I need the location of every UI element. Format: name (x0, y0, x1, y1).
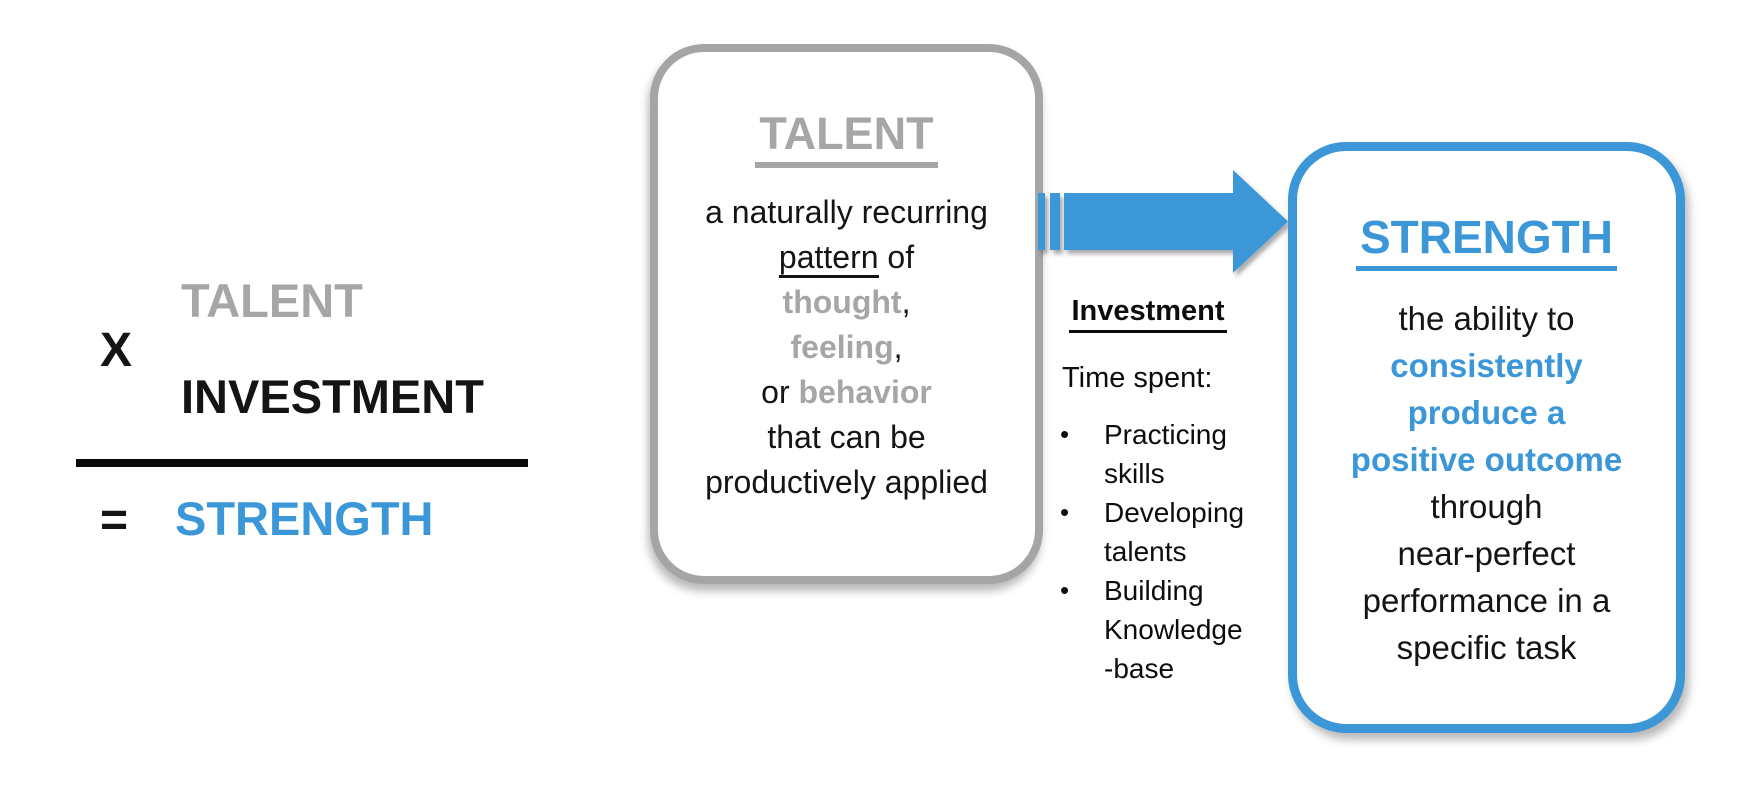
text-segment: thought (782, 284, 902, 321)
talent-box-title: TALENT (755, 110, 938, 169)
investment-panel: Investment Time spent: • Practicing skill… (1040, 295, 1256, 688)
text-line: a naturally recurring (658, 190, 1035, 235)
text-segment: performance in a (1362, 582, 1611, 620)
text-segment: or (761, 374, 799, 411)
text-segment: productively applied (705, 464, 988, 501)
text-line: performance in a (1297, 577, 1676, 624)
text-segment: of (878, 239, 915, 276)
text-line: pattern of (658, 235, 1035, 280)
text-line: produce a (1297, 389, 1676, 436)
text-line: feeling, (658, 325, 1035, 370)
text-segment: that can be (767, 419, 926, 456)
text-segment: positive outcome (1350, 441, 1623, 479)
bullet-dot-icon: • (1060, 418, 1070, 449)
text-line: or behavior (658, 370, 1035, 415)
text-segment: a naturally recurring (705, 194, 988, 231)
text-segment: , (893, 329, 903, 366)
text-line: through (1297, 483, 1676, 530)
text-segment: pattern (778, 239, 879, 279)
bullet-item: • Building Knowledge -base (1040, 571, 1256, 688)
bullet-item: • Developing talents (1040, 493, 1256, 571)
right-arrow-icon (1038, 170, 1288, 273)
text-line: thought, (658, 280, 1035, 325)
investment-subtitle: Time spent: (1062, 361, 1213, 394)
equation-multiply-sign: X (100, 324, 133, 377)
text-segment: the ability to (1398, 300, 1575, 338)
text-line: that can be (658, 415, 1035, 460)
strength-definition-box: STRENGTH the ability to consistently produ… (1288, 142, 1685, 733)
bullet-text: Practicing skills (1104, 418, 1227, 489)
bullet-item: • Practicing skills (1040, 415, 1256, 493)
text-segment: behavior (798, 374, 932, 411)
investment-bullet-list: • Practicing skills • Developing talents • Bu… (1040, 415, 1256, 688)
bullet-text: Developing talents (1104, 496, 1245, 567)
text-segment: near-perfect (1397, 535, 1576, 573)
text-segment: produce a (1407, 394, 1566, 432)
strength-box-body: the ability to consistently produce a posit… (1297, 295, 1676, 671)
bullet-text: Building Knowledge -base (1104, 574, 1243, 684)
bullet-dot-icon: • (1060, 574, 1070, 605)
text-line: the ability to (1297, 295, 1676, 342)
equation-divider-line (76, 459, 528, 467)
bullet-dot-icon: • (1060, 496, 1070, 527)
equation-talent-label: TALENT (181, 274, 363, 327)
equation-investment-label: INVESTMENT (181, 370, 484, 423)
investment-title: Investment (1069, 295, 1227, 333)
text-line: productively applied (658, 460, 1035, 505)
text-segment: specific task (1396, 629, 1577, 667)
text-segment: , (901, 284, 911, 321)
text-line: specific task (1297, 624, 1676, 671)
text-segment: through (1430, 488, 1543, 526)
equation-equals-sign: = (100, 494, 129, 547)
strength-box-title: STRENGTH (1356, 213, 1617, 272)
text-segment: feeling (790, 329, 894, 366)
text-line: near-perfect (1297, 530, 1676, 577)
striped-right-arrow-shape (1038, 170, 1288, 273)
text-line: consistently (1297, 342, 1676, 389)
text-line: positive outcome (1297, 436, 1676, 483)
equation-strength-label: STRENGTH (175, 492, 434, 545)
text-segment: consistently (1390, 347, 1583, 385)
